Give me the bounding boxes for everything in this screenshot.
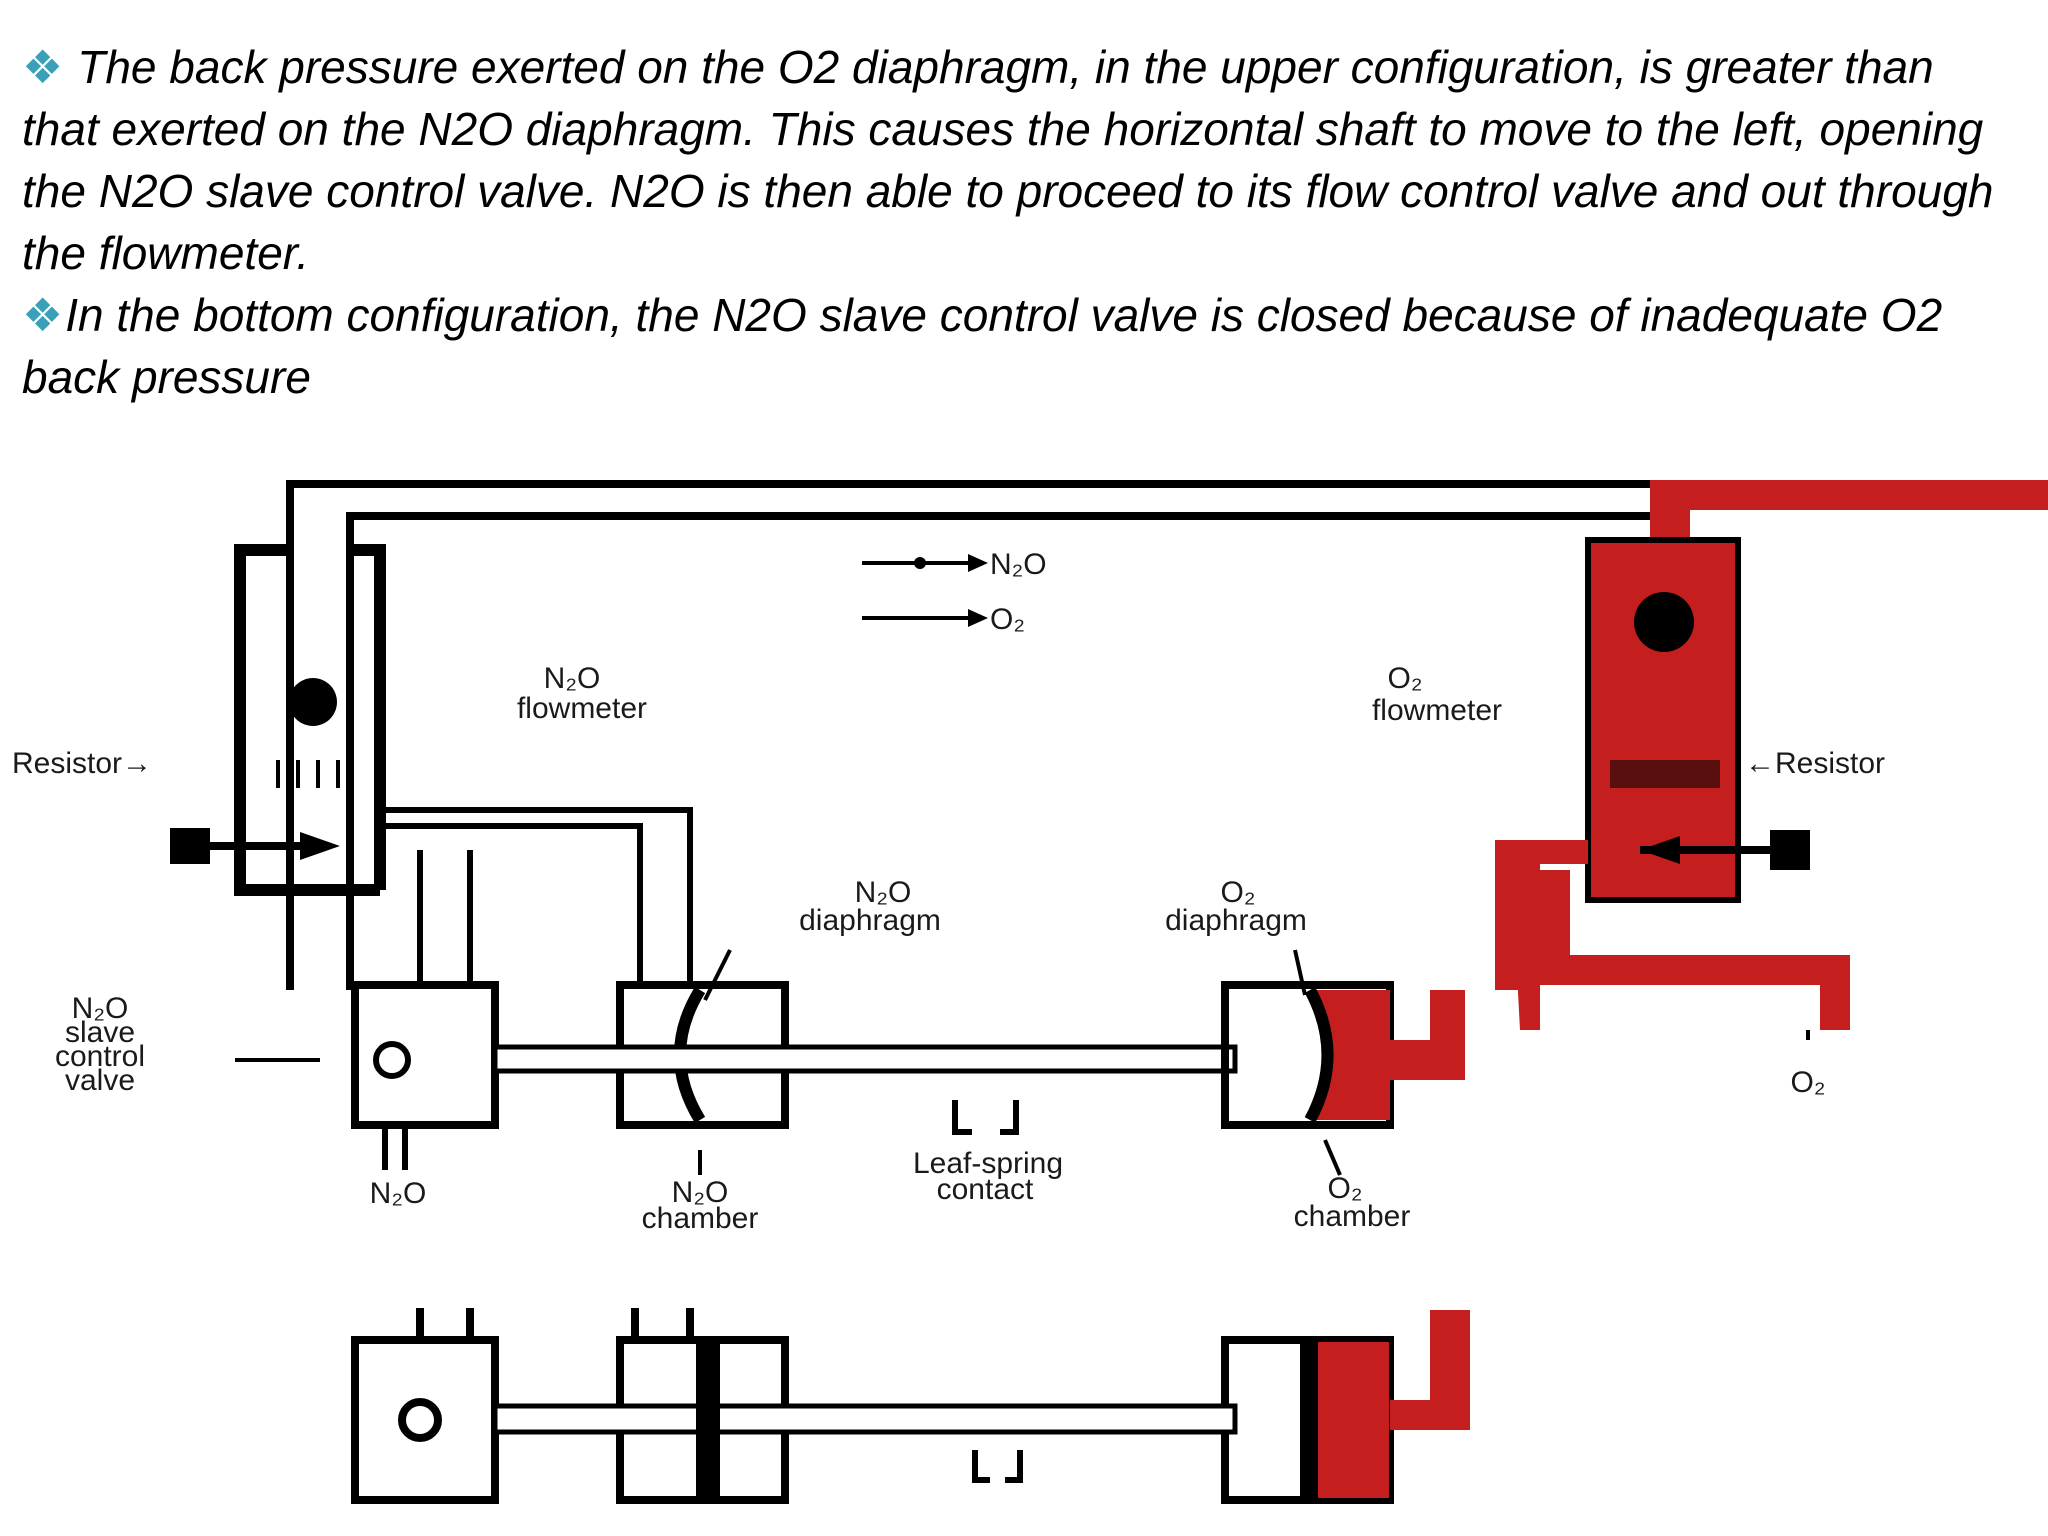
n2o-pipe-left [417,850,473,985]
o2-diaphragm-label-1: O₂ [1221,876,1256,909]
text-block: ❖The back pressure exerted on the O2 dia… [22,36,2022,408]
leader-arrow [703,949,732,1001]
n2o-control-knob [170,828,210,864]
n2o-pipe-right [380,807,693,985]
n2o-flowmeter-label-1: N₂O [544,662,601,695]
slave-valve-label-3: control [55,1040,145,1073]
bullet-icon: ❖ [22,41,64,93]
n2o-resistor [276,760,340,788]
bottom-o2-diaphragm [1300,1342,1318,1498]
o2-resistor [1610,760,1720,788]
resistor-right-label: ←Resistor [1745,747,1885,780]
legend-n2o-label: N₂O [990,548,1047,581]
leaf-spring-label-2: contact [937,1173,1034,1206]
n2o-flowmeter-tube [234,544,386,896]
bottom-o2-chamber-fill [1315,1342,1389,1498]
o2-flowmeter-label-1: O₂ [1388,662,1423,695]
flow-arrow [1640,836,1680,864]
bottom-n2o-diaphragm [696,1342,720,1498]
o2-diaphragm-label-2: diaphragm [1165,904,1307,937]
bottom-configuration [351,1308,1394,1504]
slave-valve-label-2: slave [65,1016,135,1049]
flow-arrow [300,832,340,860]
slave-valve-label-1: N₂O [72,992,129,1025]
n2o-inlet-arrows [382,1125,408,1170]
bottom-o2-connector [1390,1310,1470,1430]
paragraph-1-text: The back pressure exerted on the O2 diap… [22,41,1994,279]
oxygen-failure-safety-valve-diagram: N₂O O₂ N₂O flowmeter O₂ flowmeter Resist… [12,480,2048,1504]
paragraph-1: ❖The back pressure exerted on the O2 dia… [22,36,2022,284]
o2-chamber-fill [1310,990,1390,1120]
paragraph-2: ❖In the bottom configuration, the N2O sl… [22,284,2022,408]
n2o-diaphragm-label-1: N₂O [855,876,912,909]
o2-outlet-pipe [1510,840,1588,1030]
legend-o2: O₂ [862,603,1025,636]
o2-chamber-label-2: chamber [1294,1200,1411,1233]
n2o-chamber-label-1: N₂O [672,1176,729,1209]
o2-flowmeter-label-2: flowmeter [1372,694,1502,727]
o2-bottom-inlet [1540,870,1850,1030]
n2o-inlet-label: N₂O [370,1177,427,1210]
bullet-icon: ❖ [22,289,64,341]
o2-diaphragm [1304,987,1334,1123]
leader-arrow [1293,949,1307,996]
slave-valve-label-4: valve [65,1064,135,1097]
horizontal-shaft [492,1044,1238,1074]
o2-control-knob [1770,830,1810,870]
o2-inlet-label: O₂ [1791,1066,1826,1099]
o2-tube-outline [1585,537,1741,903]
valve-ball [373,1041,411,1079]
o2-float [1634,592,1694,652]
leaf-spring-contact [952,1100,1019,1135]
n2o-float [289,678,337,726]
n2o-diaphragm-label-2: diaphragm [799,904,941,937]
o2-chamber-connector [1390,990,1465,1080]
legend-o2-label: O₂ [990,603,1025,636]
resistor-left-label: Resistor→ [12,747,152,780]
n2o-flowmeter-label-2: flowmeter [517,692,647,725]
leader-arrow [1323,1139,1342,1176]
o2-chamber-label-1: O₂ [1328,1172,1363,1205]
top-pipe-outer [286,480,1660,990]
n2o-chamber-label-2: chamber [642,1202,759,1235]
top-pipe-inner [346,512,1660,990]
o2-supply-pipe [1650,480,2048,550]
paragraph-2-text: In the bottom configuration, the N2O sla… [22,289,1943,403]
leaf-spring-label-1: Leaf-spring [913,1147,1063,1180]
legend-n2o: N₂O [862,548,1047,581]
